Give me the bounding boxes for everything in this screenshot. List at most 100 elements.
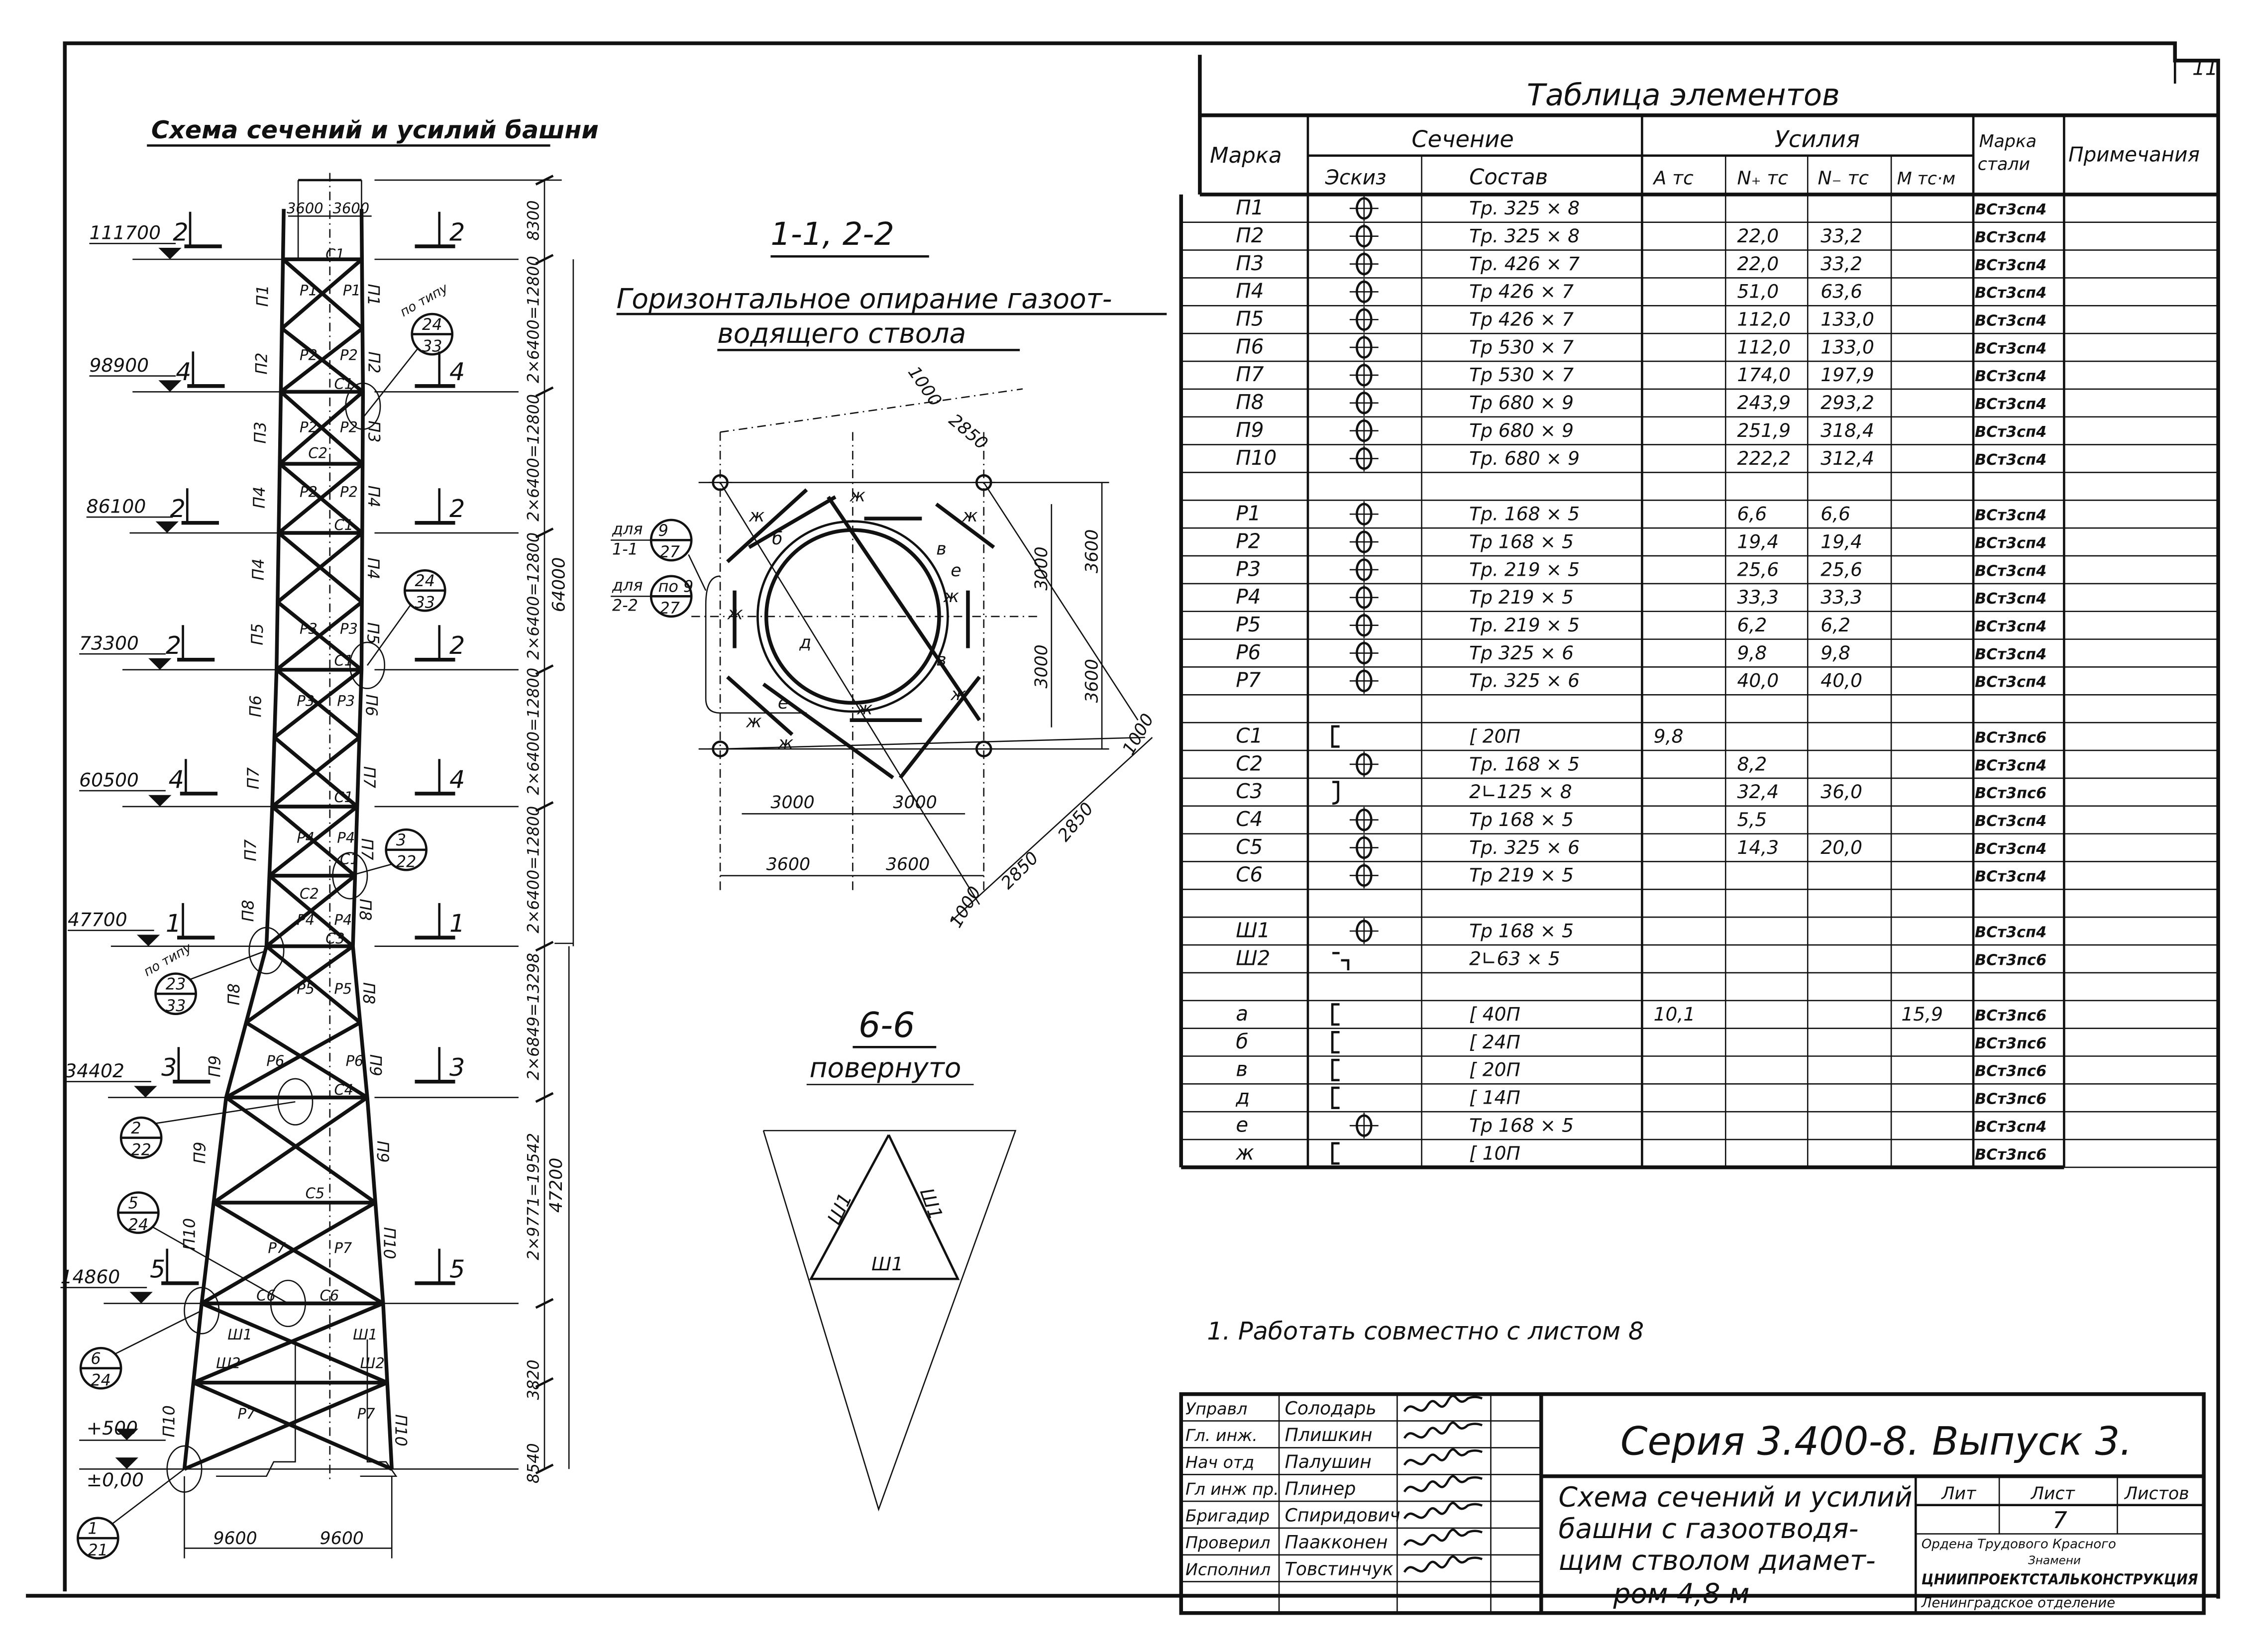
dimension-tick [535, 1298, 554, 1309]
cell-composition: Тр 168 × 5 [1469, 809, 1574, 830]
cell-n-minus: 33,2 [1820, 225, 1862, 247]
dimension-label: 2850 [997, 848, 1043, 893]
element-label: ж [727, 604, 743, 624]
cell-steel: ВСт3сп4 [1975, 451, 2046, 469]
diagonal-brace [268, 805, 359, 877]
leg-label: П4 [250, 487, 269, 509]
dimension-label: 1000 [946, 883, 985, 931]
cell-mark: Ш2 [1236, 946, 1270, 970]
cell-mark: Ш1 [1236, 918, 1270, 942]
section-mark-left: 2 [173, 217, 188, 246]
cell-mark: С5 [1236, 835, 1263, 859]
section-6-subtitle: повернуто [810, 1052, 962, 1084]
leg-label: П8 [359, 982, 378, 1004]
callout-bottom: 21 [88, 1541, 108, 1559]
section-mark-right: 2 [449, 217, 465, 246]
diagonal-axis [720, 482, 980, 905]
member-label: Р3 [340, 620, 358, 637]
callout-bottom: 22 [131, 1140, 151, 1159]
leg-label: П1 [364, 284, 383, 306]
diagonal-brace [278, 390, 364, 465]
callout-bottom: 24 [91, 1370, 111, 1389]
element-label: е [951, 561, 961, 581]
member-label: Р3 [297, 692, 315, 709]
leg-label: П9 [373, 1140, 392, 1162]
channel-section-icon [1331, 1003, 1340, 1026]
cell-n-minus: 6,2 [1820, 614, 1850, 636]
detail-node-marker [248, 927, 285, 974]
member-label: Р4 [297, 911, 315, 928]
cell-composition: Тр 219 × 5 [1469, 864, 1574, 886]
level-marker-icon [129, 1292, 153, 1304]
flue-shaft-outer [756, 520, 949, 713]
level-marker-icon [158, 247, 182, 260]
cell-steel: ВСт3пс6 [1975, 785, 2046, 802]
bracket-outline [705, 575, 807, 714]
cell-steel: ВСт3сп4 [1975, 285, 2046, 302]
cell-composition: Тр. 168 × 5 [1469, 753, 1580, 775]
leg-label: П10 [160, 1405, 179, 1437]
dimension-tick [535, 1463, 554, 1475]
table-title: Таблица элементов [1527, 78, 1840, 112]
cell-n-plus: 8,2 [1737, 753, 1767, 775]
cell-composition: [ 20П [1469, 1059, 1520, 1081]
member-label: С6 [320, 1287, 339, 1304]
diagonal-brace [193, 1381, 393, 1471]
callout-leader [362, 348, 419, 418]
cell-n-minus: 9,8 [1820, 642, 1850, 664]
cell-steel: ВСт3сп4 [1975, 312, 2046, 330]
cell-mark: а [1236, 1002, 1248, 1026]
channel-section-icon [1331, 725, 1340, 748]
cell-composition: 2∟125 × 8 [1469, 781, 1572, 803]
section-mark-left: 1 [166, 909, 181, 938]
callout-top: 24 [422, 315, 442, 334]
callout-label: для [612, 519, 643, 538]
diagonal-brace [201, 1301, 388, 1385]
header-n-plus: N₊ тс [1737, 167, 1788, 189]
element-label: в [936, 650, 946, 670]
member-label: Р3 [337, 692, 355, 709]
cell-steel: ВСт3сп4 [1975, 813, 2046, 830]
cell-mark: П3 [1236, 251, 1264, 275]
dimension-tick [535, 801, 554, 812]
callout-bottom: 22 [396, 852, 417, 871]
dimension-tick [535, 664, 554, 675]
cell-composition: Тр 325 × 6 [1469, 642, 1574, 664]
cell-n-plus: 33,3 [1737, 586, 1779, 608]
dimension-tick [535, 175, 554, 186]
diagonal-brace [280, 327, 364, 394]
element-label: ж [749, 506, 764, 526]
dimension-label: 1000 [1119, 711, 1158, 759]
staff-role: Бригадир [1185, 1506, 1270, 1526]
cell-n-plus: 22,0 [1737, 253, 1779, 275]
cell-mark: б [1236, 1030, 1248, 1053]
cell-composition: Тр 680 × 9 [1469, 392, 1574, 413]
cell-n-plus: 25,6 [1737, 558, 1779, 580]
organization-line: Знамени [2028, 1554, 2081, 1567]
detail-node-marker [332, 852, 368, 900]
leg-label: П7 [358, 838, 377, 860]
member-label: Р6 [346, 1052, 364, 1069]
staff-name: Плинер [1285, 1478, 1356, 1499]
callout-bottom: 24 [128, 1215, 149, 1234]
cell-composition: Тр. 219 × 5 [1469, 614, 1580, 636]
cell-mark: Р3 [1236, 557, 1261, 581]
header-forces: Усилия [1775, 125, 1860, 152]
cell-composition: Тр. 325 × 6 [1469, 670, 1580, 692]
header-sketch: Эскиз [1325, 166, 1387, 190]
cell-steel: ВСт3сп4 [1975, 368, 2046, 385]
support-beam [935, 503, 995, 549]
tower-annotations: 1117009890086100733006050047700344021486… [60, 175, 574, 1560]
section-mark-right: 4 [449, 357, 465, 386]
cell-mark: П10 [1236, 446, 1277, 470]
diagonal-brace [183, 1381, 388, 1471]
leg-label: П4 [249, 558, 268, 580]
cell-mark: П2 [1236, 223, 1264, 247]
cell-mark: С4 [1236, 807, 1263, 831]
